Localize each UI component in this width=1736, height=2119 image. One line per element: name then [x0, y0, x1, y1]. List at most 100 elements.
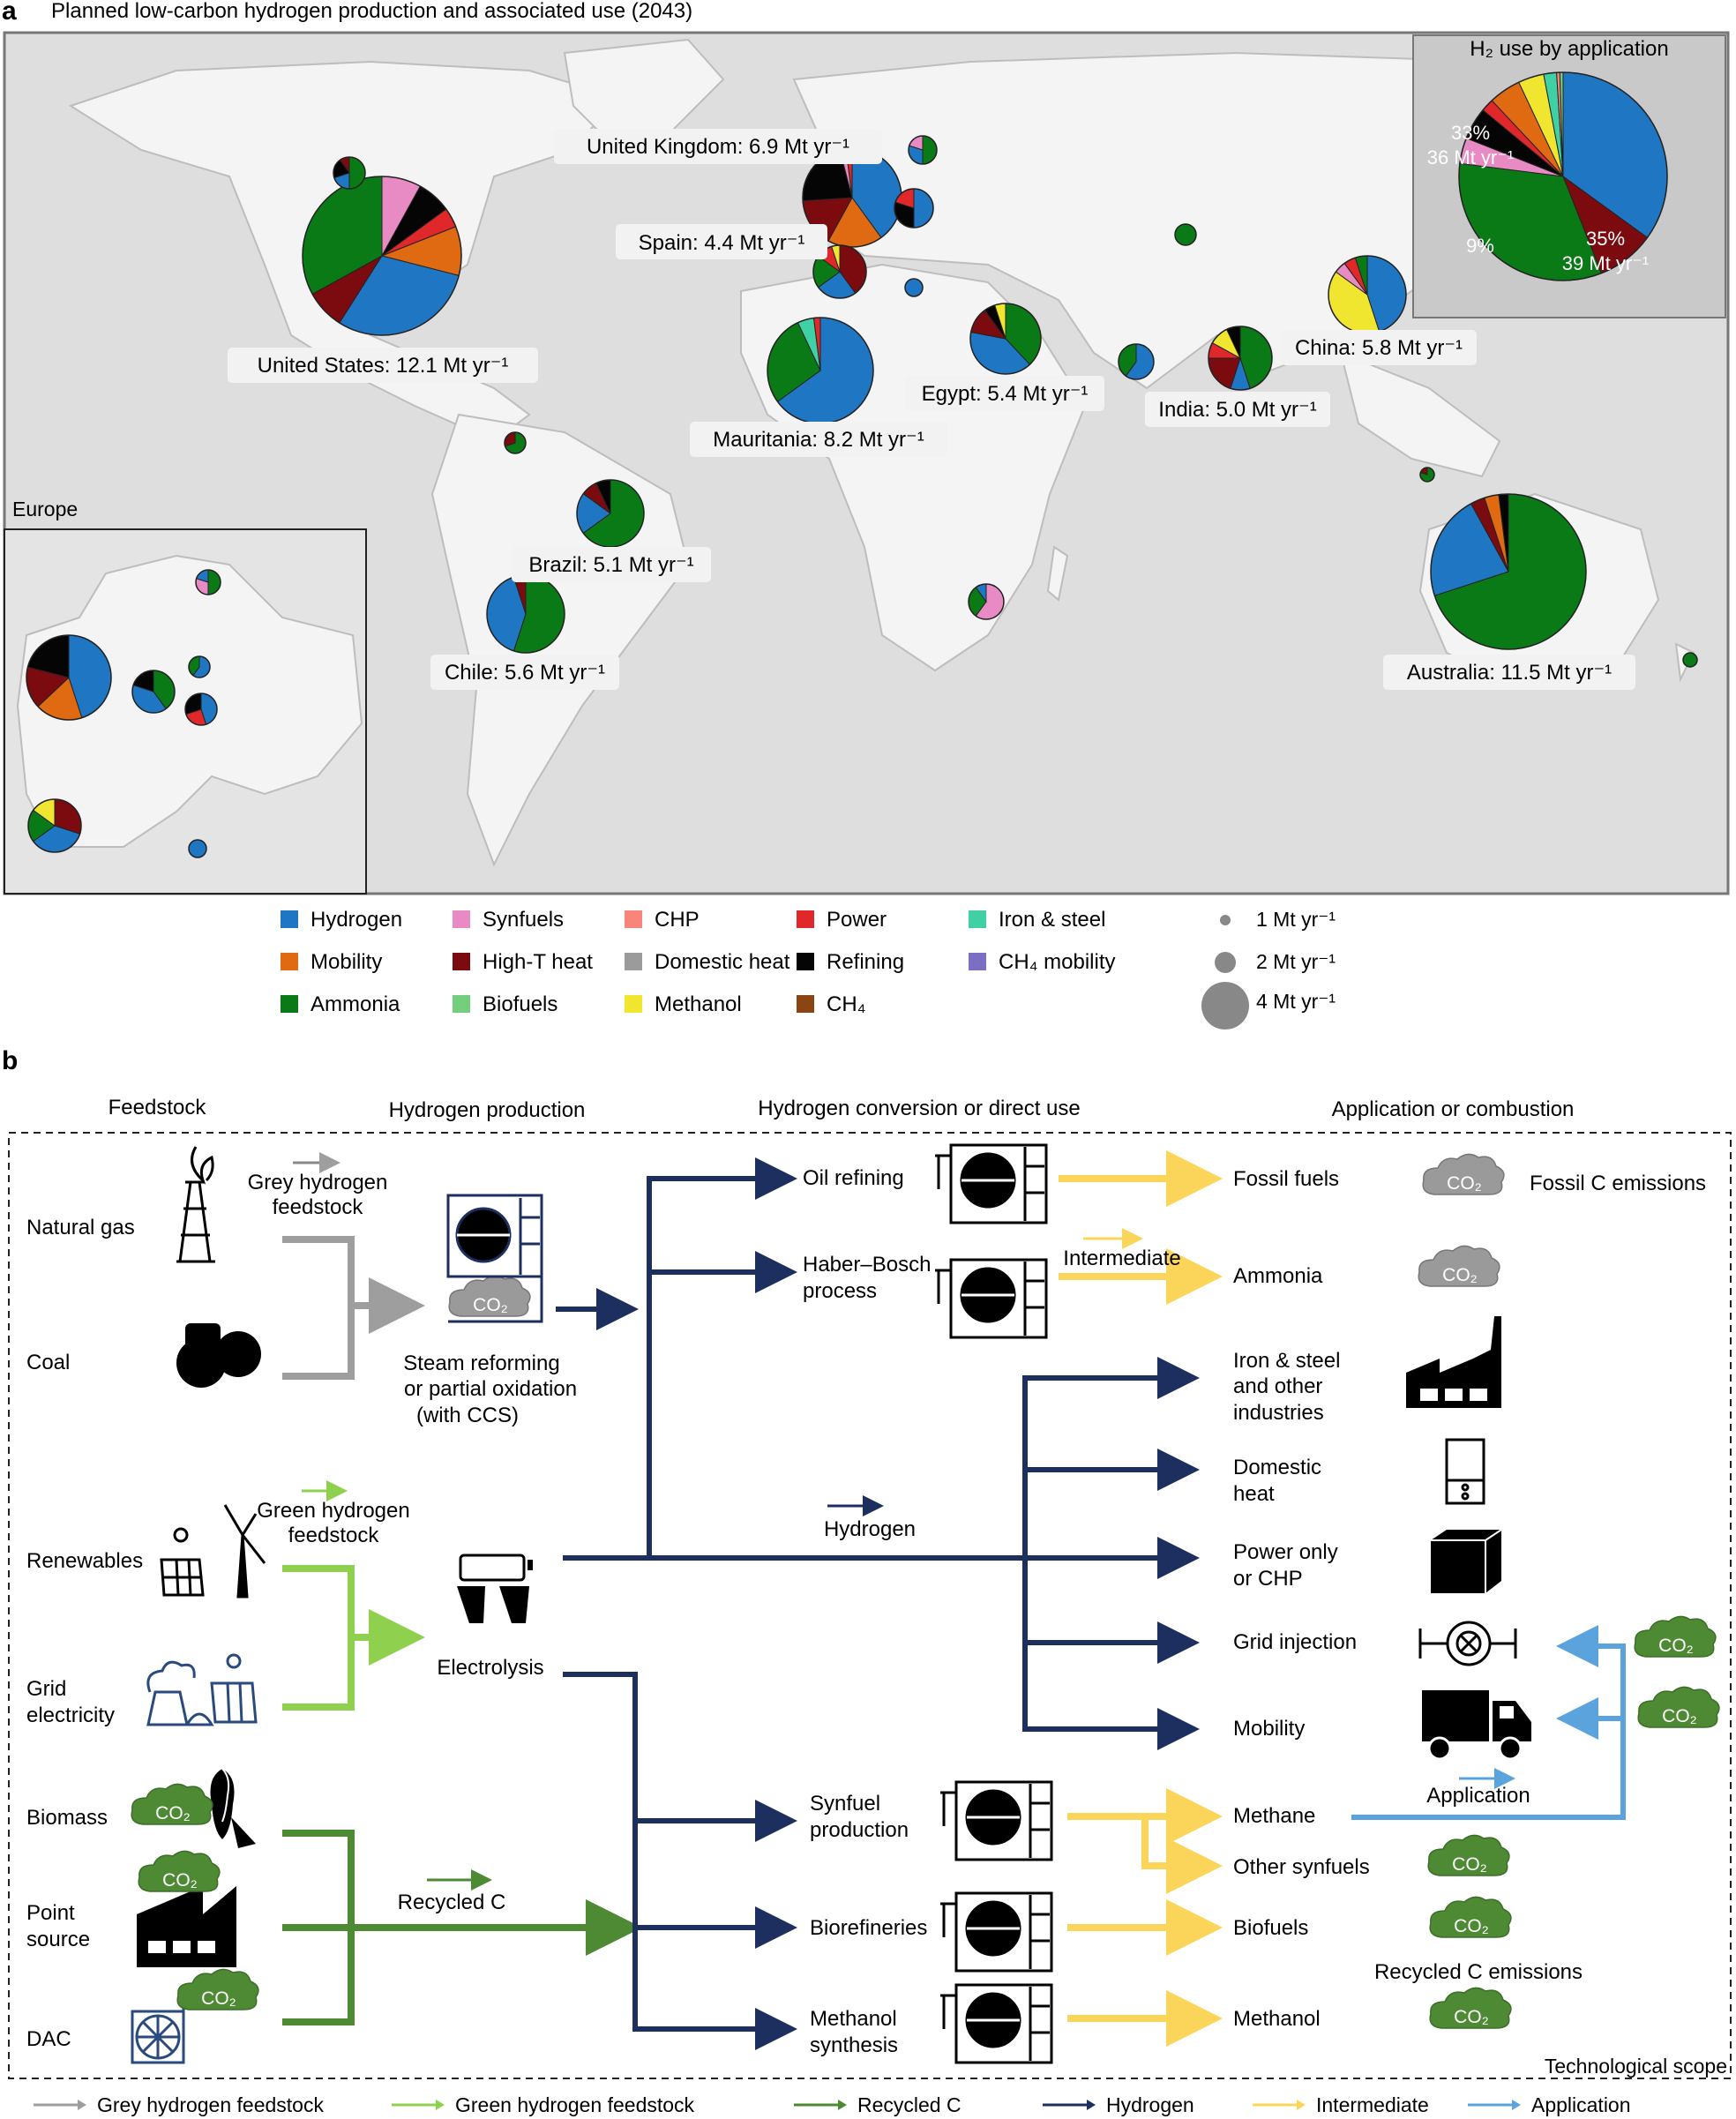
app-power-1: Power only [1233, 1540, 1338, 1564]
grey-arrows [282, 1236, 425, 1380]
reactor-biorefinery [940, 1891, 1053, 1973]
pie-eu-de [184, 693, 218, 726]
conv-biorefineries: Biorefineries [810, 1916, 927, 1940]
inset-application-pie [1458, 71, 1668, 281]
pie-germany [894, 188, 934, 228]
feed-coal: Coal [26, 1351, 70, 1374]
hydrogen-label: Hydrogen [824, 1517, 916, 1541]
legend-swatch [797, 953, 814, 970]
size-2mt [1215, 952, 1236, 973]
feed-grid-1: Grid [26, 1677, 66, 1701]
bottom-legend-label: Grey hydrogen feedstock [97, 2093, 324, 2116]
bottom-legend-label: Intermediate [1316, 2093, 1429, 2116]
legend-label: CHP [655, 908, 700, 932]
co2-cloud-synfuels: CO₂ [1427, 1834, 1510, 1876]
bottom-legend-item-2: Recycled C [794, 2093, 962, 2116]
app-other-synfuels: Other synfuels [1233, 1855, 1370, 1879]
legend-swatch [453, 995, 470, 1013]
pie-nz [1682, 652, 1698, 668]
conversion-reactors [935, 1143, 1053, 2064]
legend-label: CH₄ mobility [999, 950, 1115, 974]
app-biofuels: Biofuels [1233, 1916, 1308, 1940]
feed-natural-gas: Natural gas [26, 1216, 135, 1239]
panel-a: a Planned low-carbon hydrogen production… [2, 0, 1730, 1030]
recycled-label: Recycled C [398, 1891, 506, 1914]
co2-cloud-methanol: CO₂ [1429, 1987, 1512, 2029]
bottom-legend-label: Recycled C [857, 2093, 962, 2116]
pie-india [1208, 326, 1273, 391]
inset-hight-pct: 9% [1466, 235, 1494, 257]
conv-oil-refining: Oil refining [803, 1166, 904, 1190]
svg-text:China: 5.8 Mt yr⁻¹: China: 5.8 Mt yr⁻¹ [1295, 336, 1463, 360]
truck-icon [1422, 1690, 1531, 1761]
legend-label: Methanol [655, 992, 742, 1016]
inset-hydrogen-pct: 35% [1586, 228, 1625, 250]
label-chile: Chile: 5.6 Mt yr⁻¹ [430, 655, 619, 690]
app-domestic-1: Domestic [1233, 1456, 1321, 1479]
reactor-oil-refining [935, 1143, 1048, 1224]
pie-mauritania [767, 317, 874, 424]
co2-cloud-mobility: CO₂ [1637, 1686, 1720, 1728]
svg-text:Spain: 4.4 Mt yr⁻¹: Spain: 4.4 Mt yr⁻¹ [639, 231, 805, 255]
bottom-legend-item-4: Intermediate [1253, 2093, 1429, 2116]
co2-cloud-point-source: CO₂ [138, 1850, 221, 1892]
svg-text:United States: 12.1 Mt yr⁻¹: United States: 12.1 Mt yr⁻¹ [258, 354, 509, 378]
co2-cloud-fossil-fuels: CO₂ [1422, 1153, 1505, 1195]
bottom-legend-item-5: Application [1468, 2093, 1631, 2116]
recycled-arrows [282, 1830, 642, 2025]
legend-item-ch4: CH₄ [797, 992, 865, 1016]
label-india: India: 5.0 Mt yr⁻¹ [1145, 392, 1330, 427]
pie-colombia [504, 431, 527, 454]
smr-reactor-icon [446, 1194, 543, 1323]
scope-label: Technological scope [1545, 2055, 1727, 2078]
svg-text:CO₂: CO₂ [1658, 1636, 1694, 1656]
svg-text:CO₂: CO₂ [201, 1988, 236, 2009]
grid-electricity-icon [146, 1653, 258, 1726]
pie-eu-it [188, 839, 207, 858]
co2-cloud-smr: CO₂ [448, 1275, 531, 1317]
map-title: Planned low-carbon hydrogen production a… [51, 0, 692, 23]
hydrogen-arrows [556, 1157, 1200, 2050]
legend-item-hight: High-T heat [453, 950, 593, 974]
map-pies [26, 135, 1698, 858]
feed-point-2: source [26, 1928, 90, 1951]
legend-swatch [625, 995, 642, 1013]
feed-point-1: Point [26, 1901, 75, 1925]
europe-label: Europe [12, 498, 78, 520]
feed-biomass: Biomass [26, 1806, 108, 1830]
svg-text:CO₂: CO₂ [1452, 1854, 1487, 1875]
renewables-icon [160, 1504, 266, 1599]
point-source-factory-icon [137, 1886, 236, 1967]
svg-text:2 Mt yr⁻¹: 2 Mt yr⁻¹ [1256, 950, 1336, 973]
legend-swatch [969, 953, 986, 970]
label-mauritania: Mauritania: 8.2 Mt yr⁻¹ [690, 422, 947, 457]
reactor-methanol [940, 1983, 1053, 2064]
legend-label: Ammonia [311, 992, 400, 1016]
bottom-legend-label: Application [1531, 2093, 1631, 2116]
pie-morocco [904, 278, 924, 297]
electrolysis-label: Electrolysis [437, 1656, 543, 1680]
svg-text:CO₂: CO₂ [155, 1803, 191, 1823]
header-application: Application or combustion [1332, 1097, 1575, 1121]
legend-label: Iron & steel [999, 908, 1105, 932]
electrolyser-icon [457, 1554, 533, 1623]
size-legend: 1 Mt yr⁻¹ 2 Mt yr⁻¹ 4 Mt yr⁻¹ [1201, 908, 1336, 1030]
country-labels: United Kingdom: 6.9 Mt yr⁻¹ Spain: 4.4 M… [228, 129, 1635, 690]
pie-indonesia [1419, 467, 1435, 483]
pie-eu-no [195, 569, 221, 595]
inset-title: H₂ use by application [1470, 37, 1668, 61]
panel-a-letter: a [2, 0, 17, 26]
bottom-legend-item-3: Hydrogen [1043, 2093, 1194, 2116]
size-4mt [1201, 982, 1249, 1030]
conv-methanol-2: synthesis [810, 2033, 898, 2057]
grey-label-1: Grey hydrogen [248, 1171, 388, 1194]
app-domestic-2: heat [1233, 1482, 1275, 1506]
co2-cloud-biomass: CO₂ [131, 1783, 213, 1825]
intermediate-arrows [1059, 1150, 1223, 2047]
svg-text:Mauritania: 8.2 Mt yr⁻¹: Mauritania: 8.2 Mt yr⁻¹ [713, 428, 924, 452]
coal-icon [176, 1323, 261, 1388]
legend-label: Synfuels [483, 908, 564, 932]
conv-methanol-1: Methanol [810, 2007, 897, 2031]
smr-label-1: Steam reforming [403, 1352, 559, 1375]
